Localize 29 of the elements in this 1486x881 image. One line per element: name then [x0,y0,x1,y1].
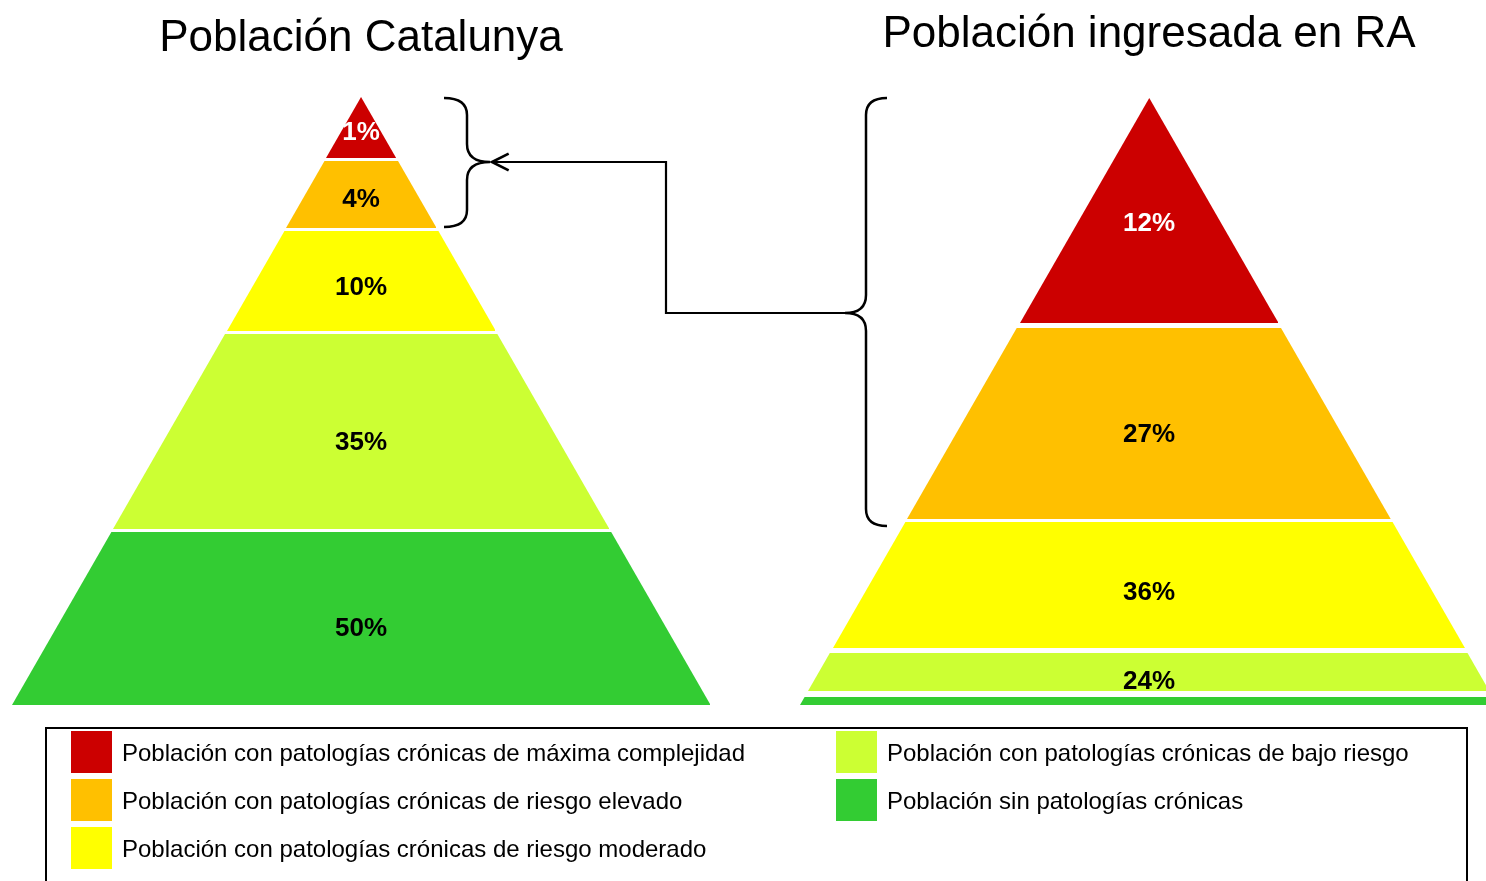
pyramid-band [808,653,1486,691]
pyramid-band [11,532,711,705]
percentage-label: 35% [334,428,387,455]
curly-brace [845,97,887,527]
legend-label: Población con patologías crónicas de riesgo elevado [122,789,683,813]
legend-label: Población con patologías crónicas de riesgo moderado [122,837,707,861]
legend-label: Población con patologías crónicas de bajo riesgo [887,741,1409,765]
percentage-label: 50% [334,614,387,641]
pyramid-band [325,97,397,158]
percentage-label: 4% [342,184,380,211]
pyramid-band [285,161,437,228]
percentage-label: 1% [342,117,380,144]
pyramid-base-strip [800,697,1486,705]
pyramid-band [1019,98,1279,323]
pyramid-title: Población Catalunya [159,14,563,58]
pyramid-band [907,328,1391,519]
percentage-label: 10% [334,273,387,299]
percentage-label: 36% [1122,578,1175,605]
pyramid-band [833,522,1465,648]
pyramid-title: Población ingresada en RA [882,10,1416,54]
curly-brace [444,97,490,228]
legend-label: Población con patologías crónicas de máxima complejidad [122,741,745,765]
percentage-label: 24% [1122,667,1175,691]
pyramid-band [112,334,610,529]
pyramid-band [226,231,496,331]
percentage-label: 12% [1122,208,1175,235]
arrow [490,152,845,315]
legend-label: Población sin patologías crónicas [887,789,1244,813]
percentage-label: 27% [1122,420,1175,447]
